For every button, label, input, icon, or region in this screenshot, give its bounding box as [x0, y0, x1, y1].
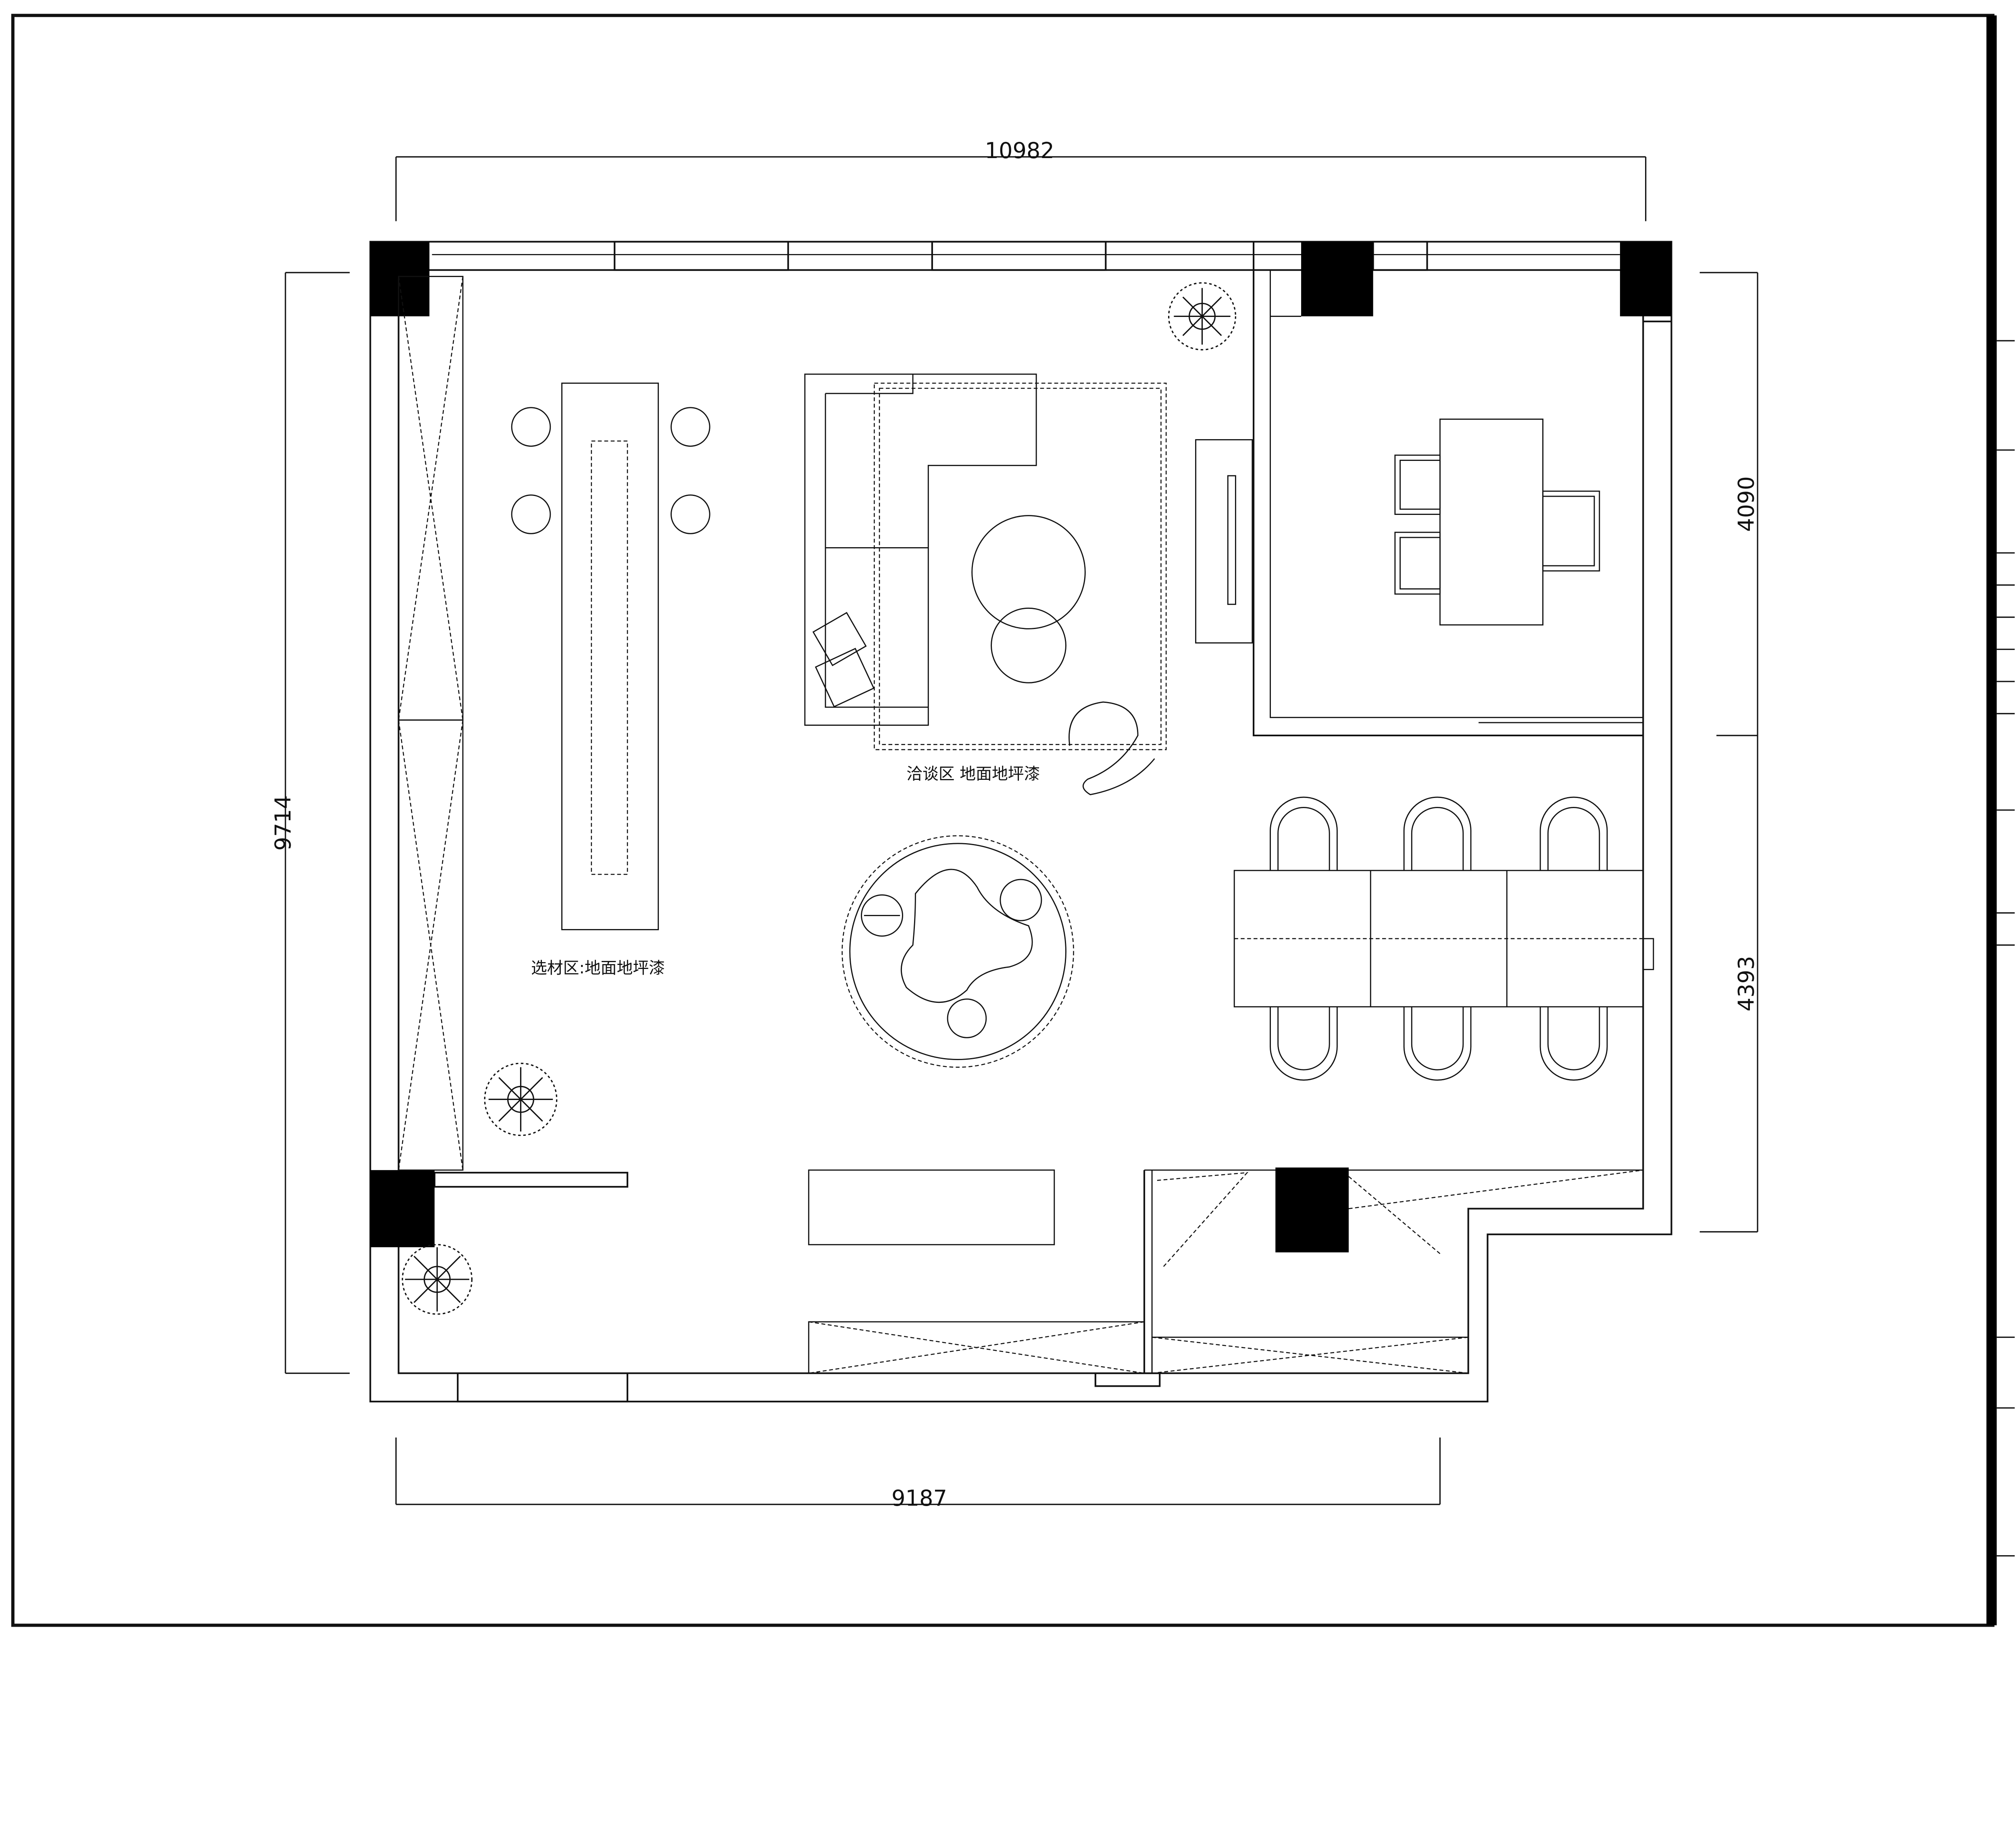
bench — [808, 1169, 1055, 1246]
dimension-right-upper: 4090 — [1733, 476, 1759, 532]
round-coffee-table — [841, 835, 1074, 1068]
dimension-lines — [285, 156, 1758, 1505]
floor-plan: 10982 9714 9187 4090 4393 — [11, 14, 2015, 1627]
structural-columns — [370, 242, 1672, 1252]
title-block-lines — [1997, 340, 2015, 1557]
negotiation-zone-label: 洽谈区 地面地坪漆 — [906, 765, 1040, 783]
dimension-left: 9714 — [271, 795, 296, 851]
material-zone-label: 选材区:地面地坪漆 — [531, 959, 665, 977]
display-table — [511, 382, 710, 930]
sheet-border — [11, 14, 1995, 1627]
long-table — [1233, 796, 1654, 1081]
meeting-table — [1394, 419, 1600, 626]
plant-icon — [1168, 282, 1237, 350]
dimension-top: 10982 — [985, 138, 1054, 163]
title-block-bar — [1986, 15, 1997, 1625]
wall-cabinets — [398, 276, 1643, 1374]
plant-icon — [402, 1244, 473, 1315]
plant-icon — [484, 1063, 558, 1136]
walls — [369, 241, 1672, 1402]
sofa-area — [804, 373, 1253, 796]
dimension-bottom: 9187 — [891, 1485, 947, 1511]
dimension-right-lower: 4393 — [1733, 956, 1759, 1011]
